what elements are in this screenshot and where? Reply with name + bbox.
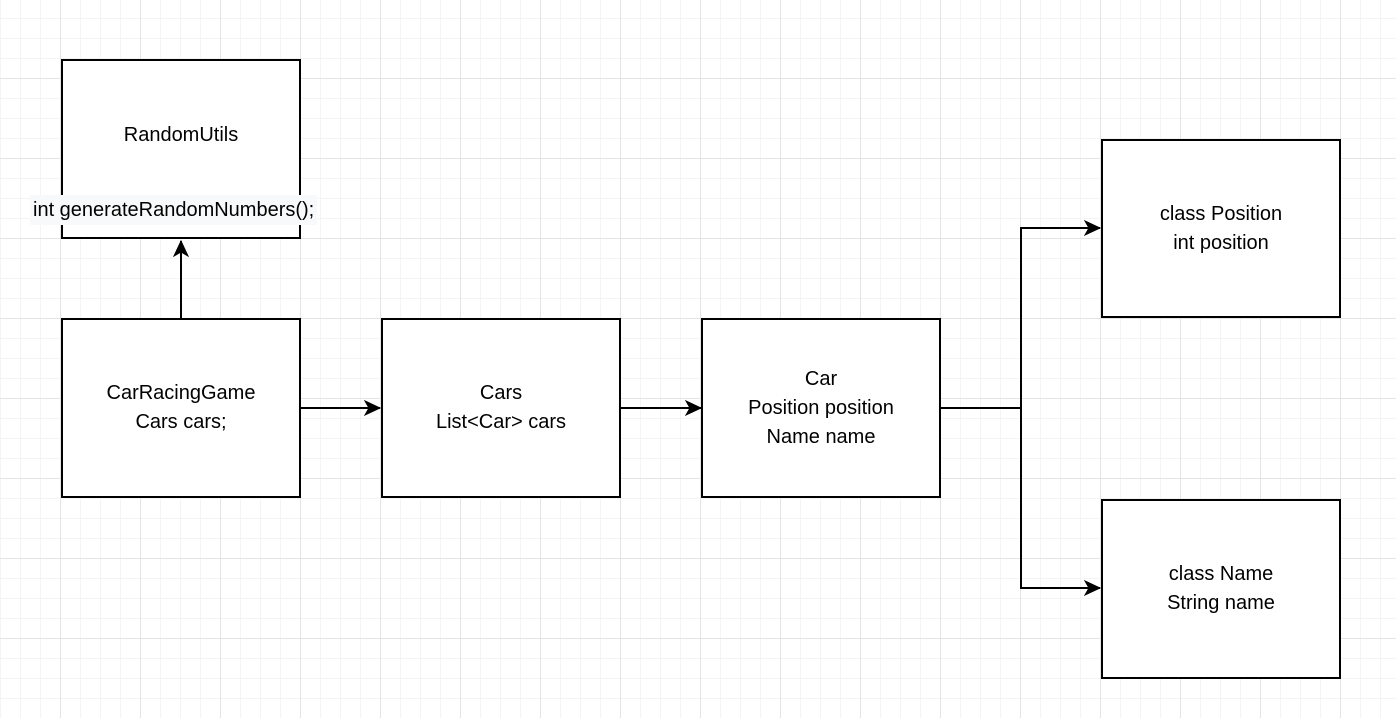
- node-car[interactable]: Car Position position Name name: [701, 318, 941, 498]
- node-position-field: int position: [1173, 231, 1269, 254]
- node-cars-title: Cars: [479, 382, 523, 404]
- node-car-title: Car: [804, 367, 838, 390]
- edge-car-to-position[interactable]: [941, 228, 1100, 409]
- node-carracinggame-field: Cars cars;: [135, 411, 227, 433]
- node-position[interactable]: class Position int position: [1101, 139, 1341, 318]
- node-cars[interactable]: Cars List<Car> cars: [381, 318, 621, 498]
- generate-random-numbers-label[interactable]: int generateRandomNumbers();: [30, 195, 318, 225]
- node-carracinggame[interactable]: CarRacingGame Cars cars;: [61, 318, 301, 498]
- node-cars-field: List<Car> cars: [435, 411, 567, 433]
- node-name-field: String name: [1167, 592, 1275, 614]
- node-carracinggame-title: CarRacingGame: [106, 382, 256, 404]
- node-position-title: class Position: [1159, 202, 1283, 225]
- edge-car-to-name[interactable]: [941, 407, 1100, 588]
- node-name[interactable]: class Name String name: [1101, 499, 1341, 679]
- node-car-field-name: Name name: [766, 425, 876, 448]
- node-car-field-position: Position position: [748, 396, 894, 419]
- node-name-title: class Name: [1168, 563, 1274, 585]
- node-randomutils-title: RandomUtils: [123, 124, 239, 146]
